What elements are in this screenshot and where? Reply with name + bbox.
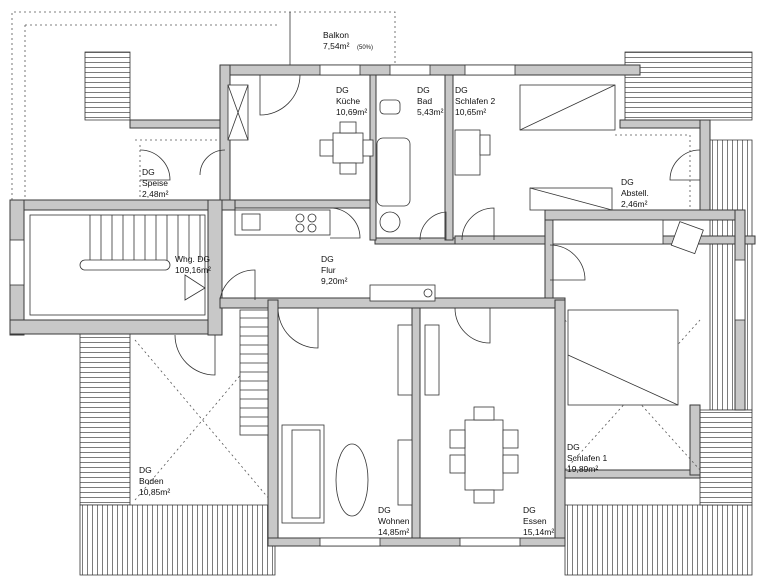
room-level: DG (321, 254, 334, 264)
room-area: 10,85m² (139, 487, 170, 497)
balcony-outline (11, 11, 396, 200)
room-label-bad: DG Bad 5,43m² (417, 85, 444, 117)
room-name: Schlafen 2 (455, 96, 495, 106)
room-name: Küche (336, 96, 360, 106)
room-name: Boden (139, 476, 164, 486)
room-name: Schlafen 1 (567, 453, 607, 463)
room-name: Flur (321, 265, 336, 275)
room-label-speise: DG Speise 2,48m² (142, 167, 169, 199)
room-level: DG (142, 167, 155, 177)
room-area: 10,65m² (455, 107, 486, 117)
room-label-balkon: Balkon 7,54m² (50%) (323, 30, 373, 51)
room-labels: Balkon 7,54m² (50%) DG Küche 10,69m² DG … (139, 30, 649, 537)
room-label-boden: DG Boden 10,85m² (139, 465, 170, 497)
room-level: DG (621, 177, 634, 187)
room-level: DG (417, 85, 430, 95)
doors (139, 74, 701, 376)
room-area: 5,43m² (417, 107, 444, 117)
furniture (227, 84, 704, 524)
room-area: 2,46m² (621, 199, 648, 209)
room-note: (50%) (357, 45, 373, 51)
room-area: 19,89m² (567, 464, 598, 474)
windows (9, 64, 746, 547)
room-name: Essen (523, 516, 547, 526)
room-name: Wohnen (378, 516, 410, 526)
room-name: Balkon (323, 30, 349, 40)
room-area: 15,14m² (523, 527, 554, 537)
room-level: DG (455, 85, 468, 95)
room-name: Abstell. (621, 188, 649, 198)
room-label-schlafen2: DG Schlafen 2 10,65m² (455, 85, 495, 117)
room-area: 2,48m² (142, 189, 169, 199)
room-level: DG (336, 85, 349, 95)
room-level: DG (378, 505, 391, 515)
room-area: 109,16m² (175, 265, 211, 275)
room-label-abstell: DG Abstell. 2,46m² (621, 177, 649, 209)
room-label-kueche: DG Küche 10,69m² (336, 85, 367, 117)
room-label-schlafen1: DG Schlafen 1 19,89m² (567, 442, 607, 474)
room-area: 14,85m² (378, 527, 409, 537)
room-area: 7,54m² (323, 41, 350, 51)
room-level: DG (139, 465, 152, 475)
room-label-whg: Whg. DG 109,16m² (175, 254, 211, 275)
room-label-wohnen: DG Wohnen 14,85m² (378, 505, 410, 537)
room-name: Bad (417, 96, 432, 106)
room-area: 9,20m² (321, 276, 348, 286)
room-name: Speise (142, 178, 168, 188)
room-label-flur: DG Flur 9,20m² (321, 254, 348, 286)
staircase (29, 214, 269, 436)
room-label-essen: DG Essen 15,14m² (523, 505, 554, 537)
roof-hatching (79, 51, 753, 576)
room-name: Whg. DG (175, 254, 210, 264)
room-area: 10,69m² (336, 107, 367, 117)
room-level: DG (523, 505, 536, 515)
room-level: DG (567, 442, 580, 452)
